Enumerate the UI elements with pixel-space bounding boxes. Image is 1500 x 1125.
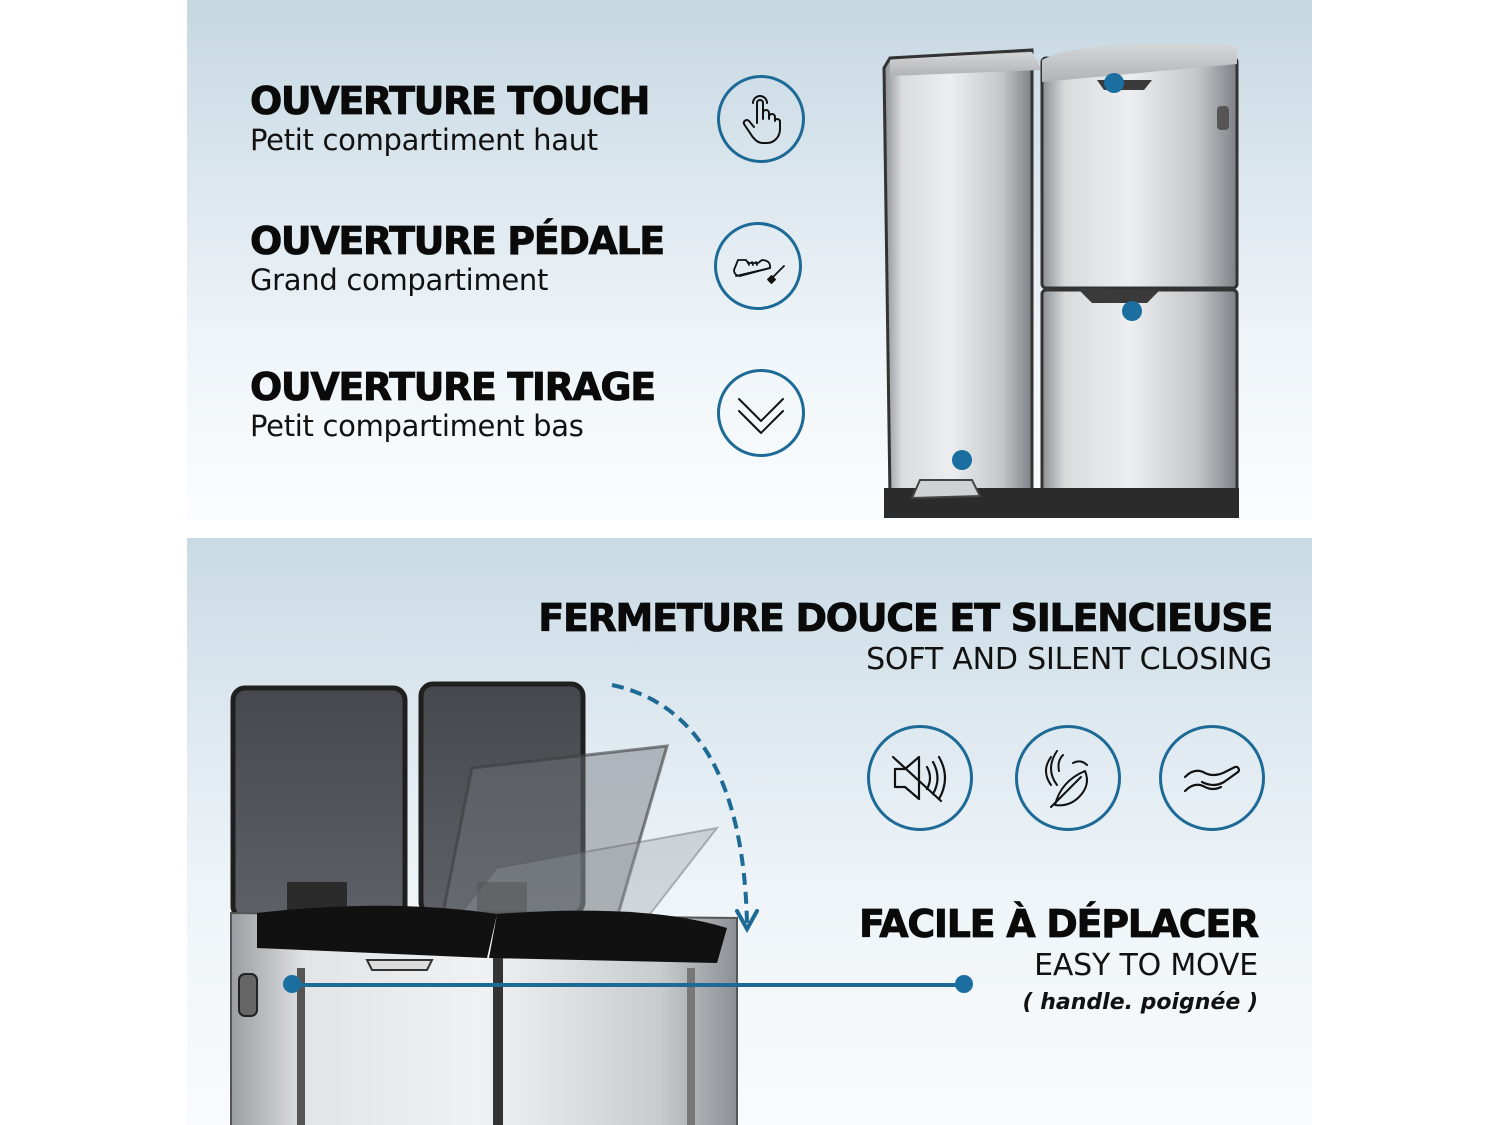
hand-wave-icon [1159,725,1265,831]
double-bin-image [227,678,787,1125]
easy-move-subtitle: EASY TO MOVE [1034,948,1258,983]
feature-touch: OUVERTURE TOUCH Petit compartiment haut [250,79,651,158]
feature-subtitle: Petit compartiment bas [250,409,584,443]
bottom-panel: FERMETURE DOUCE ET SILENCIEUSE SOFT AND … [187,538,1312,1125]
handle-dot-right [955,975,973,993]
soft-close-subtitle: SOFT AND SILENT CLOSING [866,642,1272,677]
touch-finger-icon [717,75,805,163]
feature-pull: OUVERTURE TIRAGE Petit compartiment bas [250,365,657,444]
feature-subtitle: Grand compartiment [250,263,549,297]
feature-subtitle: Petit compartiment haut [250,123,598,157]
soft-close-heading: FERMETURE DOUCE ET SILENCIEUSE SOFT AND … [538,596,1274,680]
feature-title: OUVERTURE PÉDALE [250,219,666,263]
feature-title: OUVERTURE TIRAGE [250,365,657,409]
feather-icon [1015,725,1121,831]
closing-motion-arrow-icon [611,683,759,934]
easy-move-note: ( handle. poignée ) [1022,990,1258,1015]
pedal-point-dot [952,450,972,470]
touch-point-dot [1104,73,1124,93]
handle-dot-left [283,975,301,993]
soft-close-title: FERMETURE DOUCE ET SILENCIEUSE [538,596,1274,641]
easy-move-title: FACILE À DÉPLACER [858,902,1260,947]
feature-title: OUVERTURE TOUCH [250,79,651,123]
feature-pedal: OUVERTURE PÉDALE Grand compartiment [250,219,666,298]
mute-speaker-icon [867,725,973,831]
top-panel: OUVERTURE TOUCH Petit compartiment haut … [187,0,1312,520]
pull-point-dot [1122,301,1142,321]
handle-pointer-line [291,983,967,987]
easy-move-heading: FACILE À DÉPLACER EASY TO MOVE ( handle.… [858,902,1260,1015]
foot-pedal-icon [714,222,802,310]
triple-bin-image [882,28,1252,520]
double-chevron-down-icon [717,369,805,457]
